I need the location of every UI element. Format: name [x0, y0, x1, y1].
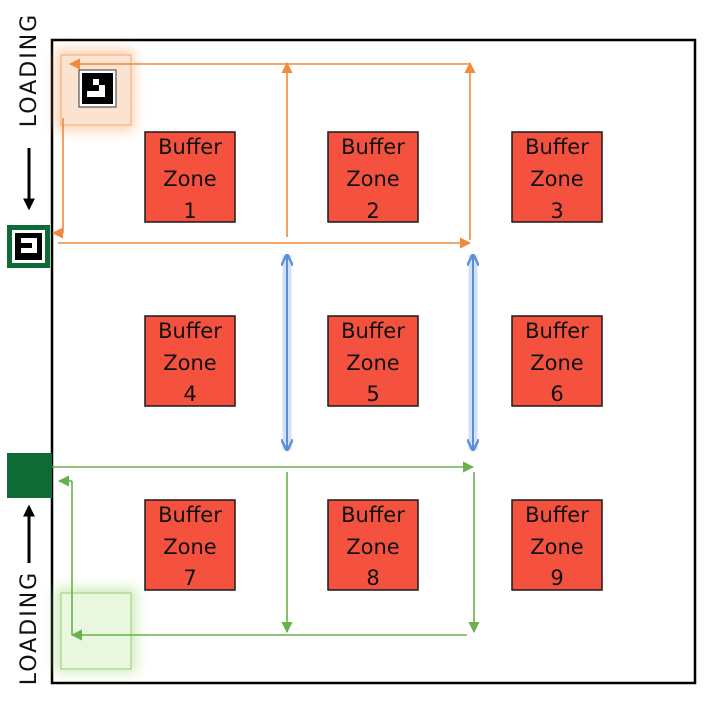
svg-text:Buffer: Buffer — [158, 135, 222, 159]
svg-text:Zone: Zone — [346, 167, 399, 191]
svg-text:7: 7 — [183, 566, 196, 590]
svg-text:2: 2 — [366, 199, 379, 223]
svg-text:Zone: Zone — [530, 167, 583, 191]
svg-text:Buffer: Buffer — [158, 319, 222, 343]
svg-text:Zone: Zone — [163, 535, 216, 559]
buffer-zone-7: Buffer Zone 7 — [144, 499, 236, 591]
loading-label-bottom: LOADING — [17, 571, 42, 685]
svg-text:8: 8 — [366, 566, 379, 590]
loading-dock-icon — [7, 453, 52, 498]
buffer-zone-1: Buffer Zone 1 — [144, 131, 236, 223]
svg-text:Zone: Zone — [163, 167, 216, 191]
svg-text:5: 5 — [366, 382, 379, 406]
svg-text:Buffer: Buffer — [525, 319, 589, 343]
svg-text:Buffer: Buffer — [341, 503, 405, 527]
fiducial-marker-icon — [7, 225, 50, 268]
buffer-zone-3: Buffer Zone 3 — [511, 131, 603, 223]
svg-text:Buffer: Buffer — [525, 503, 589, 527]
svg-text:Buffer: Buffer — [158, 503, 222, 527]
svg-text:Buffer: Buffer — [341, 135, 405, 159]
svg-text:Buffer: Buffer — [525, 135, 589, 159]
blue-path — [287, 255, 473, 450]
svg-text:4: 4 — [183, 382, 196, 406]
loading-label-top: LOADING — [17, 13, 42, 127]
svg-text:Zone: Zone — [346, 351, 399, 375]
buffer-zone-2: Buffer Zone 2 — [327, 131, 419, 223]
buffer-zone-8: Buffer Zone 8 — [327, 499, 419, 591]
svg-text:Zone: Zone — [530, 351, 583, 375]
svg-text:1: 1 — [183, 199, 196, 223]
buffer-zone-5: Buffer Zone 5 — [327, 315, 419, 407]
svg-text:Zone: Zone — [530, 535, 583, 559]
orange-path — [51, 58, 476, 249]
fiducial-marker-icon — [78, 69, 117, 108]
svg-text:Zone: Zone — [346, 535, 399, 559]
svg-text:9: 9 — [550, 566, 563, 590]
buffer-zone-4: Buffer Zone 4 — [144, 315, 236, 407]
buffer-zone-9: Buffer Zone 9 — [511, 499, 603, 591]
svg-text:6: 6 — [550, 382, 563, 406]
buffer-zone-6: Buffer Zone 6 — [511, 315, 603, 407]
green-path — [52, 461, 480, 641]
svg-text:3: 3 — [550, 199, 563, 223]
svg-text:Buffer: Buffer — [341, 319, 405, 343]
svg-text:Zone: Zone — [163, 351, 216, 375]
